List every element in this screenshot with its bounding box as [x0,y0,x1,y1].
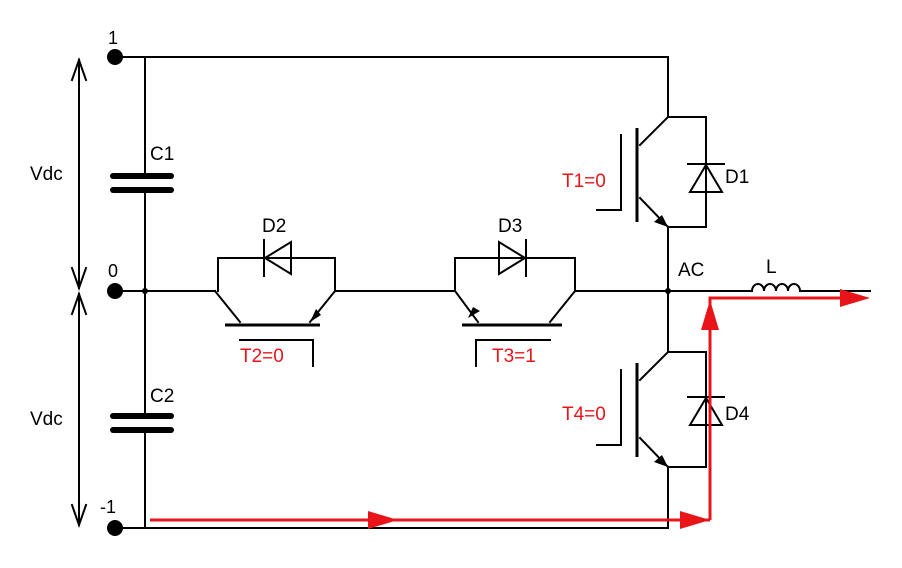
d3-triangle [498,240,527,276]
current-arrow-bottom-2 [680,511,710,529]
t4-gate [596,369,622,446]
c1-label: C1 [150,144,174,165]
c2-label: C2 [150,386,174,407]
diode-d3: D3 [454,216,576,292]
junction-c [142,288,148,294]
vdc-bottom-arrow-head-down [70,503,88,529]
ac-label: AC [678,260,704,281]
t2-collector-lead [213,289,242,324]
t1-state-label: T1=0 [562,171,606,192]
d2-triangle [263,240,292,276]
vdc-arrows: Vdc Vdc [30,56,88,529]
d4-triangle [688,396,724,426]
d2-wire [217,257,336,292]
current-arrow-bottom-1 [368,511,398,529]
d4-wire [667,351,707,468]
inductor-l [750,283,802,293]
terminals: 1 0 -1 [100,28,671,536]
t4-state-label: T4=0 [562,404,606,425]
inductor-label: L [766,257,777,278]
terminal-1 [107,49,123,65]
vdc-top-label: Vdc [30,164,63,185]
t3-emitter-arrow [468,307,480,318]
vdc-bottom-arrow-head-up [70,290,88,316]
node-1-label: 1 [108,28,118,48]
t1-collector-lead [638,115,670,147]
d1-label: D1 [725,167,749,188]
switch-t4: T4=0 [562,350,670,469]
switch-t2: T2=0 [213,289,337,367]
current-path-output [708,296,845,320]
current-path [150,289,870,529]
t3-emitter-lead [453,289,480,324]
t3-collector-lead [548,289,577,324]
t4-emitter-arrow [654,455,668,467]
current-arrow-output [840,289,870,307]
terminal-minus-1 [107,520,123,536]
d1-wire [667,116,707,228]
t1-gate [596,134,622,211]
switch-t1: T1=0 [562,115,670,229]
switch-t3: T3=1 [453,289,577,367]
d3-label: D3 [498,216,522,237]
node-0-label: 0 [108,261,118,281]
t3-gate [475,339,551,367]
t1-emitter-arrow [654,215,668,227]
dc-bus-wires [114,56,871,529]
d2-label: D2 [262,216,286,237]
vdc-top-arrow-head-down [70,266,88,292]
t3-state-label: T3=1 [492,346,536,367]
d3-wire [454,257,576,292]
vdc-bottom-label: Vdc [30,409,63,430]
diode-d2: D2 [217,216,336,292]
diode-d4: D4 [667,351,750,468]
diode-d1: D1 [667,116,749,228]
ac-output: AC L [678,257,802,294]
vdc-top-arrow-head-up [70,56,88,82]
junction-ac [665,288,671,294]
capacitor-c2: C2 [110,386,174,433]
t2-state-label: T2=0 [240,346,284,367]
t2-emitter-arrow [310,309,321,322]
capacitor-c1: C1 [110,144,174,193]
terminal-0 [107,283,123,299]
t2-gate [239,339,314,367]
d1-triangle [688,163,724,193]
t4-collector-lead [638,350,670,382]
d4-label: D4 [725,404,750,425]
node-minus-1-label: -1 [100,497,116,517]
